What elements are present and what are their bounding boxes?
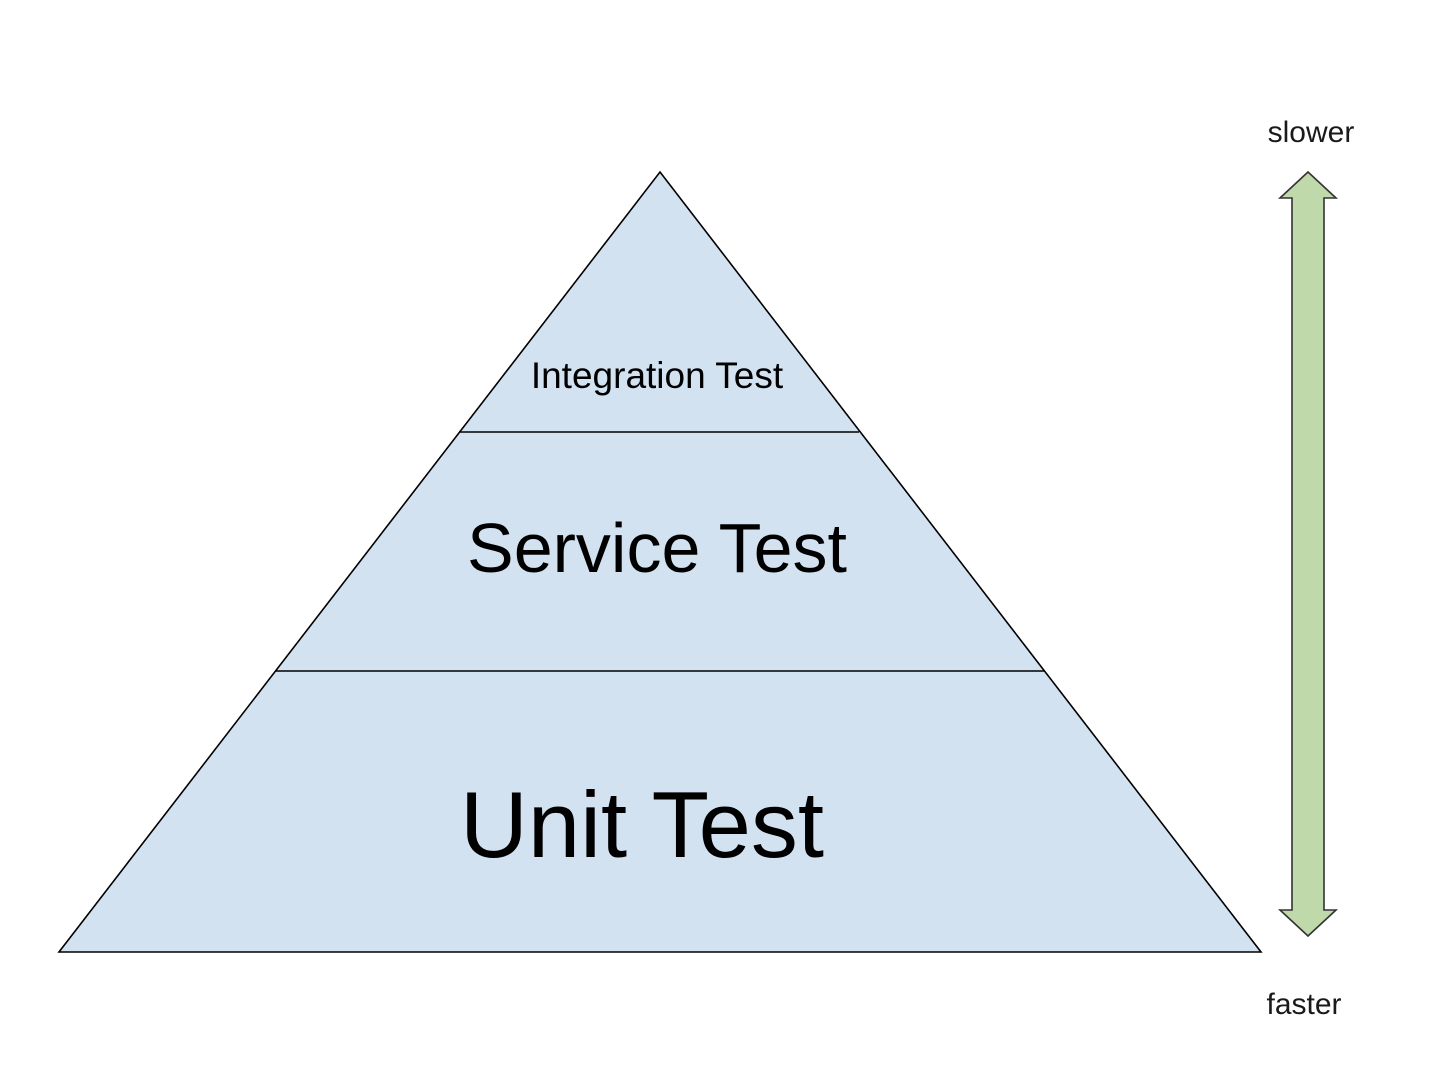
layer-label-service-test: Service Test xyxy=(467,509,847,587)
speed-double-arrow xyxy=(1277,170,1339,938)
pyramid-shape xyxy=(57,170,1263,953)
speed-label-faster: faster xyxy=(1266,988,1341,1021)
speed-label-slower: slower xyxy=(1268,116,1355,149)
layer-label-integration-test: Integration Test xyxy=(531,355,784,396)
layer-label-unit-test: Unit Test xyxy=(460,772,824,877)
